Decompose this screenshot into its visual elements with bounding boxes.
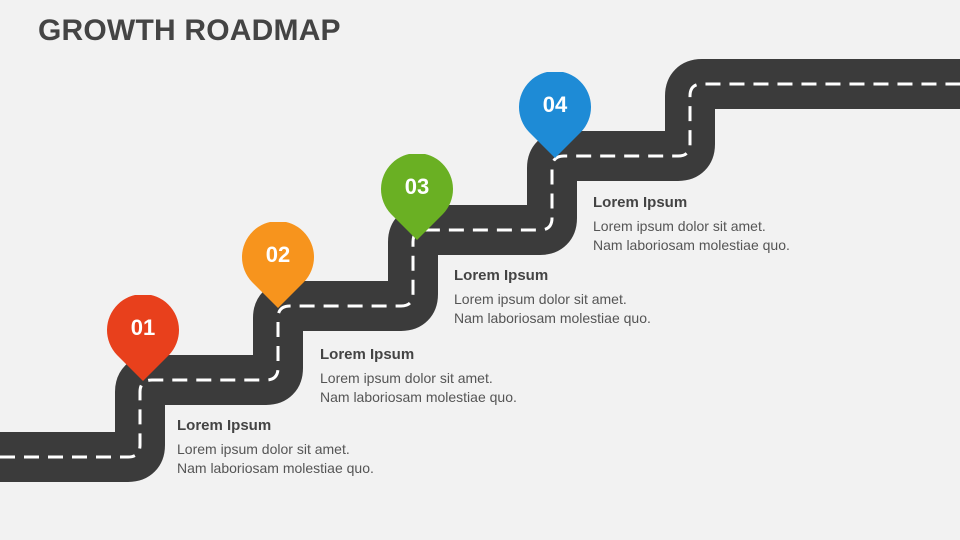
map-pin-icon	[107, 295, 179, 381]
milestone-description-line: Nam laboriosam molestiae quo.	[454, 310, 651, 326]
milestone-description-line: Nam laboriosam molestiae quo.	[593, 237, 790, 253]
milestone-heading: Lorem Ipsum	[593, 194, 688, 211]
milestone-heading: Lorem Ipsum	[454, 267, 549, 284]
map-pin-icon	[242, 222, 314, 308]
milestone-text-03: Lorem Ipsum Lorem ipsum dolor sit amet. …	[454, 267, 651, 328]
map-pin-icon	[519, 72, 591, 158]
milestone-text-01: Lorem Ipsum Lorem ipsum dolor sit amet. …	[177, 417, 374, 478]
map-pin-icon	[381, 154, 453, 240]
road-center-line	[0, 82, 960, 459]
milestone-description-line: Lorem ipsum dolor sit amet.	[320, 370, 493, 386]
page-title: GROWTH ROADMAP	[38, 14, 341, 47]
milestone-pin-01: 01	[107, 295, 179, 385]
milestone-number: 03	[404, 174, 430, 199]
milestone-description-line: Lorem ipsum dolor sit amet.	[177, 441, 350, 457]
milestone-description-line: Nam laboriosam molestiae quo.	[177, 460, 374, 476]
milestone-pin-03: 03	[381, 154, 453, 244]
milestone-heading: Lorem Ipsum	[320, 346, 415, 363]
milestone-pin-02: 02	[242, 222, 314, 312]
milestone-number: 01	[130, 315, 156, 340]
milestone-description-line: Nam laboriosam molestiae quo.	[320, 389, 517, 405]
milestone-text-02: Lorem Ipsum Lorem ipsum dolor sit amet. …	[320, 346, 517, 407]
milestone-description-line: Lorem ipsum dolor sit amet.	[454, 291, 627, 307]
milestone-pin-04: 04	[519, 72, 591, 162]
milestone-heading: Lorem Ipsum	[177, 417, 272, 434]
milestone-text-04: Lorem Ipsum Lorem ipsum dolor sit amet. …	[593, 194, 790, 255]
milestone-description-line: Lorem ipsum dolor sit amet.	[593, 218, 766, 234]
milestone-number: 04	[542, 92, 568, 117]
milestone-number: 02	[265, 242, 291, 267]
